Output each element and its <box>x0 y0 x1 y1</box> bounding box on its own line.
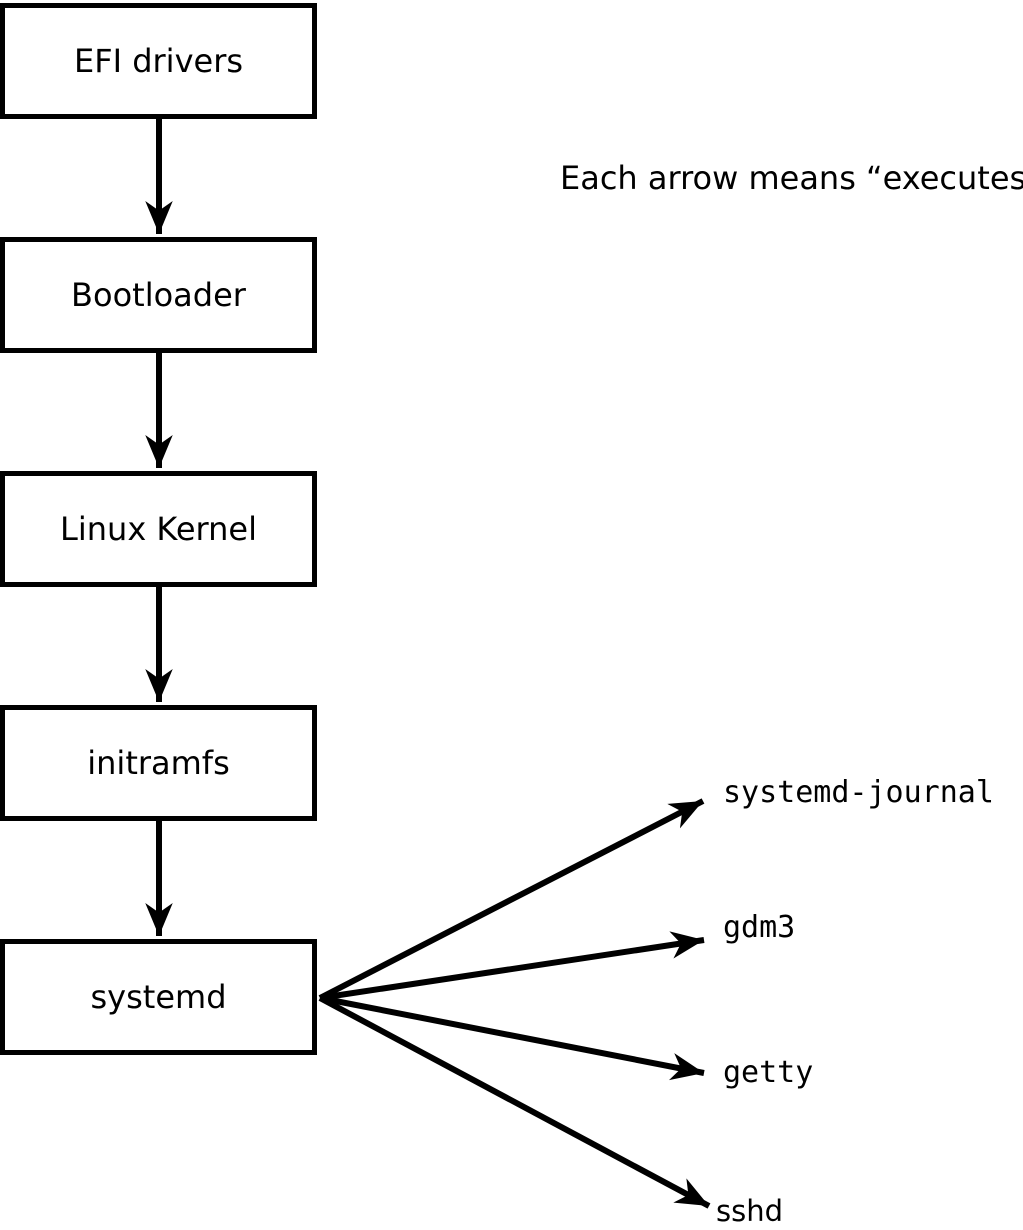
node-bootloader: Bootloader <box>0 237 317 353</box>
label-sshd: sshd <box>716 1194 784 1228</box>
arrow-systemd-to-getty <box>319 995 705 1081</box>
node-initramfs: initramfs <box>0 705 317 821</box>
node-efi-drivers: EFI drivers <box>0 3 317 119</box>
arrow-systemd-to-sshd <box>318 995 711 1209</box>
label-gdm3: gdm3 <box>723 910 796 945</box>
node-systemd-label: systemd <box>90 978 227 1016</box>
diagram-caption: Each arrow means “executes”. <box>560 159 1023 197</box>
node-efi-drivers-label: EFI drivers <box>73 42 244 80</box>
node-initramfs-label: initramfs <box>87 744 230 782</box>
arrow-systemd-to-journal <box>318 798 705 1001</box>
node-bootloader-label: Bootloader <box>71 276 246 314</box>
label-systemd-journal: systemd-journal <box>723 775 994 810</box>
arrow-systemd-to-gdm3 <box>319 931 705 1001</box>
node-systemd: systemd <box>0 939 317 1055</box>
label-getty: getty <box>723 1055 814 1090</box>
node-linux-kernel: Linux Kernel <box>0 471 317 587</box>
node-linux-kernel-label: Linux Kernel <box>60 510 257 548</box>
